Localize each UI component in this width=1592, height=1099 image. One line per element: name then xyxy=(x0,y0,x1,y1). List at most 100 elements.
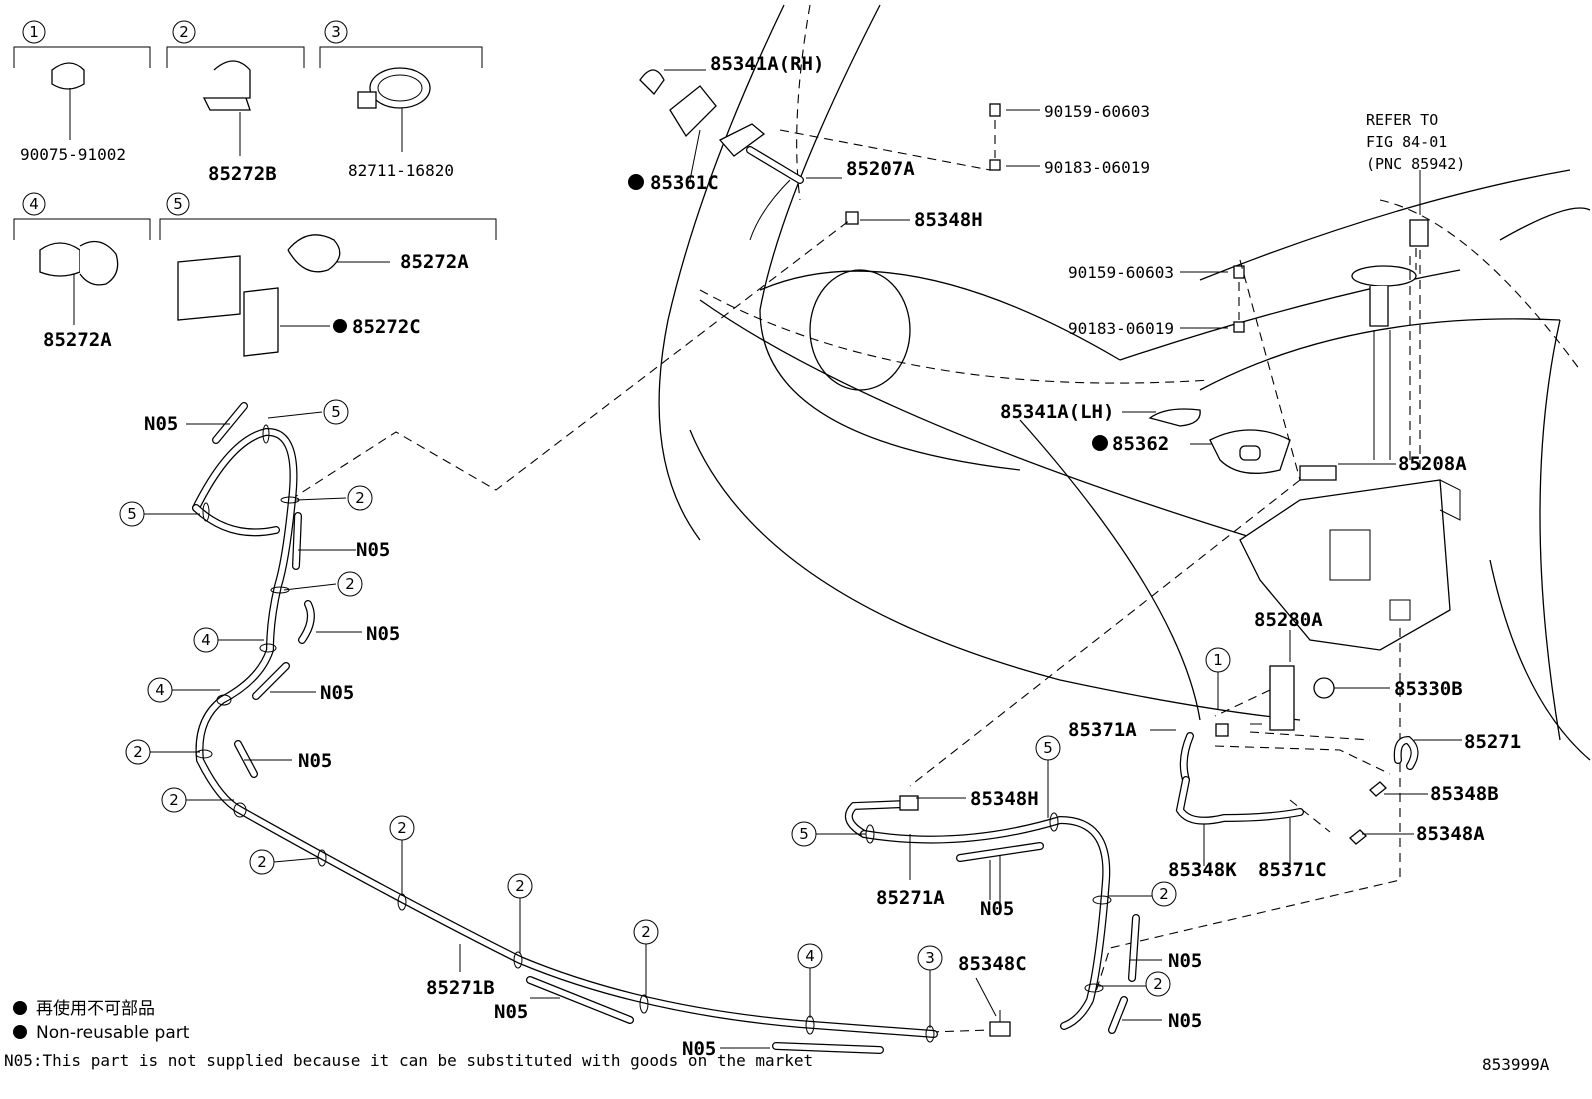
non-reusable-dot xyxy=(333,319,347,333)
svg-text:2: 2 xyxy=(169,791,179,809)
label-n05-1: N05 xyxy=(144,413,178,435)
nozzle-85207a xyxy=(718,123,766,157)
label-n05-4: N05 xyxy=(320,682,354,704)
label-85208a: 85208A xyxy=(1398,453,1467,475)
label-85280a: 85280A xyxy=(1254,609,1323,631)
label-90183-a: 90183-06019 xyxy=(1044,158,1150,177)
label-85371a: 85371A xyxy=(1068,719,1137,741)
joint-85348c xyxy=(989,1021,1011,1037)
svg-text:2: 2 xyxy=(345,575,355,593)
svg-text:4: 4 xyxy=(201,631,211,649)
label-85271a: 85271A xyxy=(876,887,945,909)
non-reusable-dot xyxy=(1092,435,1108,451)
label-85330b: 85330B xyxy=(1394,678,1463,700)
footnote: N05:This part is not supplied because it… xyxy=(4,1051,813,1070)
label-85348h-top: 85348H xyxy=(914,209,983,231)
label-90159-a: 90159-60603 xyxy=(1044,102,1150,121)
joint-85348b xyxy=(1369,781,1387,797)
clip-3-part: 82711-16820 xyxy=(348,161,454,180)
label-n05-10: N05 xyxy=(1168,1010,1202,1032)
refer-line-2: FIG 84-01 xyxy=(1366,133,1447,151)
hose-85271a xyxy=(844,723,1419,1037)
washer-tank-assembly xyxy=(1148,170,1461,731)
label-85341a-rh: 85341A(RH) xyxy=(710,53,824,75)
leader-lines xyxy=(186,69,1462,1049)
label-n05-7: N05 xyxy=(682,1038,716,1060)
washer-pump xyxy=(1269,665,1295,731)
nozzle-rh-assembly xyxy=(639,69,1245,333)
svg-text:2: 2 xyxy=(257,853,267,871)
clip-5-bracket-icon xyxy=(177,255,241,321)
clip-1-number: 1 xyxy=(29,23,39,41)
joint-85348a xyxy=(1349,829,1367,845)
joint-85348h-top xyxy=(845,211,859,225)
label-n05-8: N05 xyxy=(980,898,1014,920)
nozzle-cover-rh xyxy=(639,69,665,96)
svg-text:2: 2 xyxy=(355,489,365,507)
clip-2-icon xyxy=(202,60,251,111)
diagram-id: 853999A xyxy=(1482,1055,1550,1074)
label-85362: 85362 xyxy=(1112,433,1169,455)
label-85207a: 85207A xyxy=(846,158,915,180)
nozzle-bracket-rh xyxy=(669,85,717,138)
svg-text:5: 5 xyxy=(1043,739,1053,757)
clip-2-part: 85272B xyxy=(208,163,277,185)
refer-fig-part xyxy=(1409,219,1429,247)
svg-text:4: 4 xyxy=(805,947,815,965)
label-85371c: 85371C xyxy=(1258,859,1327,881)
label-85348c: 85348C xyxy=(958,953,1027,975)
refer-line-1: REFER TO xyxy=(1366,111,1438,129)
hose-85271b xyxy=(192,424,938,1043)
clip-1-part: 90075-91002 xyxy=(20,145,126,164)
label-85341a-lh: 85341A(LH) xyxy=(1000,401,1114,423)
legend-en: Non-reusable part xyxy=(36,1023,190,1043)
label-n05-2: N05 xyxy=(356,539,390,561)
part-labels: 85341A(RH) 90159-60603 90183-06019 85361… xyxy=(144,53,1521,1060)
label-90159-b: 90159-60603 xyxy=(1068,263,1174,282)
clip-4-number: 4 xyxy=(29,195,39,213)
svg-text:3: 3 xyxy=(925,949,935,967)
svg-text:2: 2 xyxy=(641,923,651,941)
clip-5-number: 5 xyxy=(173,195,183,213)
dashed-leaders xyxy=(289,219,1411,1033)
fog-lamp-opening xyxy=(809,269,911,391)
grommet xyxy=(1313,677,1335,699)
svg-text:2: 2 xyxy=(133,743,143,761)
label-85361c: 85361C xyxy=(650,172,719,194)
svg-text:2: 2 xyxy=(1153,975,1163,993)
label-85348h-mid: 85348H xyxy=(970,788,1039,810)
joint-85348h-mid xyxy=(899,795,919,811)
svg-text:2: 2 xyxy=(1159,885,1169,903)
clip-callouts: 5 5 2 2 4 4 2 2 2 2 2 2 4 3 5 xyxy=(119,399,1231,1028)
clip-4-icon xyxy=(39,242,81,277)
label-90183-b: 90183-06019 xyxy=(1068,319,1174,338)
clip-5-part-a: 85272A xyxy=(400,251,469,273)
washer-tank xyxy=(1239,479,1451,651)
non-reusable-dot xyxy=(628,174,644,190)
nozzle-cover-lh xyxy=(1148,408,1201,427)
clip-2-number: 2 xyxy=(179,23,189,41)
svg-text:4: 4 xyxy=(155,681,165,699)
clip-3-number: 3 xyxy=(331,23,341,41)
vehicle-body-outline xyxy=(658,4,1591,761)
connector-85208a xyxy=(1299,465,1337,481)
label-n05-6: N05 xyxy=(494,1001,528,1023)
label-85348a: 85348A xyxy=(1416,823,1485,845)
svg-text:5: 5 xyxy=(799,825,809,843)
label-85348b: 85348B xyxy=(1430,783,1499,805)
label-85271b: 85271B xyxy=(426,977,495,999)
clip-4-part: 85272A xyxy=(43,329,112,351)
svg-text:2: 2 xyxy=(397,819,407,837)
label-n05-9: N05 xyxy=(1168,950,1202,972)
legend-jp: 再使用不可部品 xyxy=(36,998,155,1019)
refer-line-3: (PNC 85942) xyxy=(1366,155,1465,173)
svg-text:5: 5 xyxy=(127,505,137,523)
legend: 再使用不可部品 Non-reusable part N05:This part … xyxy=(4,998,1550,1074)
svg-text:5: 5 xyxy=(331,403,341,421)
n05-hoses xyxy=(212,402,1140,1054)
label-n05-5: N05 xyxy=(298,750,332,772)
label-n05-3: N05 xyxy=(366,623,400,645)
svg-text:1: 1 xyxy=(1213,651,1223,669)
clip-3-icon xyxy=(369,67,431,109)
